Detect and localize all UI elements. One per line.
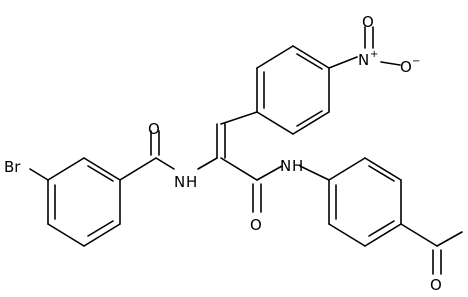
anilide-carbonyl: [220, 157, 283, 213]
nitrophenyl-ring: [256, 45, 330, 135]
amide-nitrogen-left: N: [174, 173, 185, 191]
carbonyl-oxygen-right: O: [250, 216, 262, 234]
carbonyl-oxygen-left: O: [148, 120, 160, 138]
acetyl-group: [400, 223, 463, 275]
bromophenyl-ring: [47, 157, 121, 247]
acetyl-oxygen: O: [430, 276, 442, 294]
nitro-plus-charge: +: [370, 49, 378, 60]
nitro-oxygen-top: O: [362, 13, 374, 31]
c-br-bond: [29, 168, 49, 181]
amide-hydrogen-left: H: [186, 173, 197, 191]
vinyl-double-bond: [216, 111, 258, 159]
nitro-n-ominus-bond: [380, 61, 401, 66]
c-nitro-bond: [328, 56, 358, 69]
nitro-minus-charge: −: [412, 56, 420, 67]
benzamide-carbonyl: [119, 130, 175, 181]
bromine-atom: Br: [4, 158, 21, 176]
amide-nitrogen-right: N: [280, 157, 291, 175]
nh-vinyl-bond: [197, 157, 218, 170]
nitro-nitrogen: N: [358, 51, 369, 69]
nitro-oxygen-right: O: [400, 58, 412, 76]
acetylphenyl-ring: [328, 157, 402, 247]
amide-hydrogen-right: H: [292, 157, 303, 175]
nh-aryl-bond: [299, 165, 330, 181]
